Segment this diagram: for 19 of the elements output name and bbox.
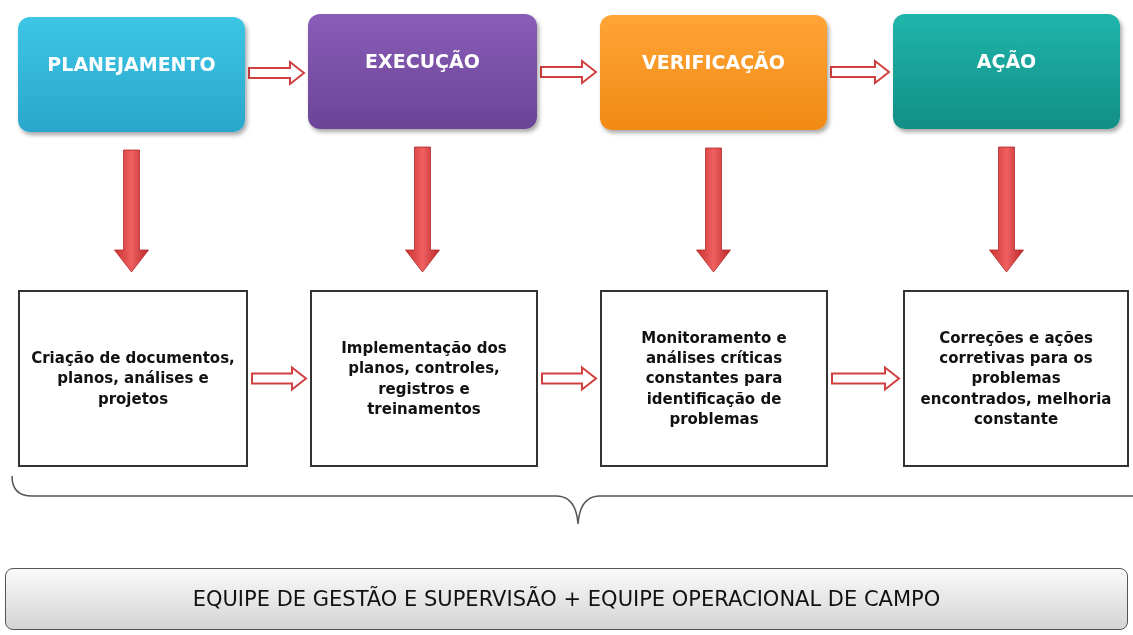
description-box: Correções e ações corretivas para os problemas encontrados, melhoria constante: [903, 290, 1129, 467]
description-box: Criação de documentos, planos, análises e projetos: [18, 290, 248, 467]
arrow: [541, 365, 598, 392]
arrow: [251, 365, 308, 392]
team-banner: EQUIPE DE GESTÃO E SUPERVISÃO + EQUIPE OPERACIONAL DE CAMPO: [5, 568, 1128, 630]
arrow: [405, 146, 440, 273]
description-box: Monitoramento e análises críticas constantes para identificação de problemas: [600, 290, 828, 467]
arrow: [114, 149, 149, 273]
phase-box: VERIFICAÇÃO: [600, 15, 827, 130]
arrow: [831, 365, 901, 392]
phase-box: EXECUÇÃO: [308, 14, 537, 129]
phase-box: PLANEJAMENTO: [18, 17, 245, 132]
arrow: [248, 59, 306, 87]
description-box: Implementação dos planos, controles, registros e treinamentos: [310, 290, 538, 467]
arrow: [830, 58, 891, 86]
arrow: [696, 147, 731, 273]
arrow: [989, 146, 1024, 273]
phase-box: AÇÃO: [893, 14, 1120, 129]
arrow: [540, 58, 598, 86]
